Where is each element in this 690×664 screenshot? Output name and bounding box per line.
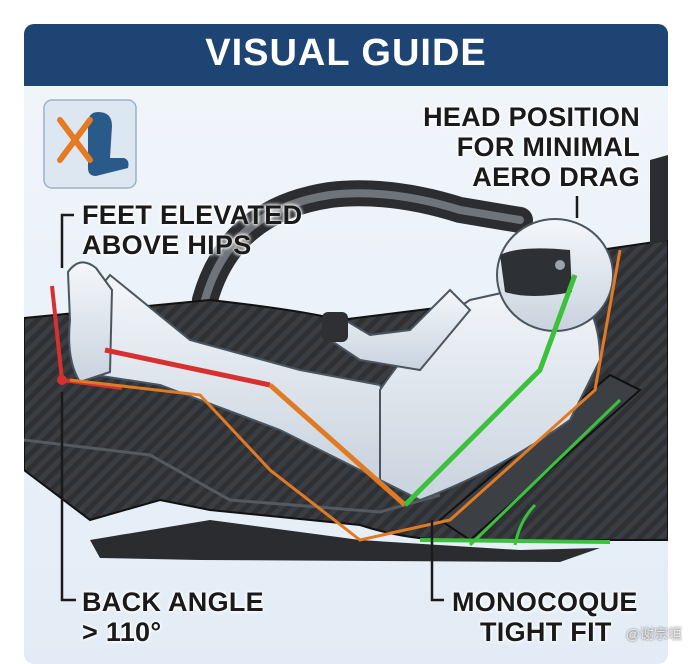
callout-mono-line1: MONOCOQUE [452,587,638,617]
callout-mono-line2: TIGHT FIT [452,617,638,647]
callout-head-line3: AERO DRAG [412,162,640,192]
visual-guide-panel: VISUAL GUIDE FEET ELEVATED ABOVE HIPS HE… [24,24,668,664]
callout-feet-line2: ABOVE HIPS [82,230,302,260]
callout-monocoque: MONOCOQUE TIGHT FIT [452,587,638,647]
callout-head-line1: HEAD POSITION [412,102,640,132]
callout-back-angle: BACK ANGLE > 110° [82,587,264,647]
callout-feet-line1: FEET ELEVATED [82,200,302,230]
callout-back-line1: BACK ANGLE [82,587,264,617]
callout-head-line2: FOR MINIMAL [412,132,640,162]
seat-crossed-icon [44,100,136,188]
callout-head: HEAD POSITION FOR MINIMAL AERO DRAG [412,102,640,192]
callout-back-line2: > 110° [82,617,264,647]
helmet [497,219,613,331]
header-bar: VISUAL GUIDE [24,24,668,86]
watermark: @谢宗垣 [626,624,682,644]
callout-feet: FEET ELEVATED ABOVE HIPS [82,200,302,260]
page-title: VISUAL GUIDE [24,32,668,75]
